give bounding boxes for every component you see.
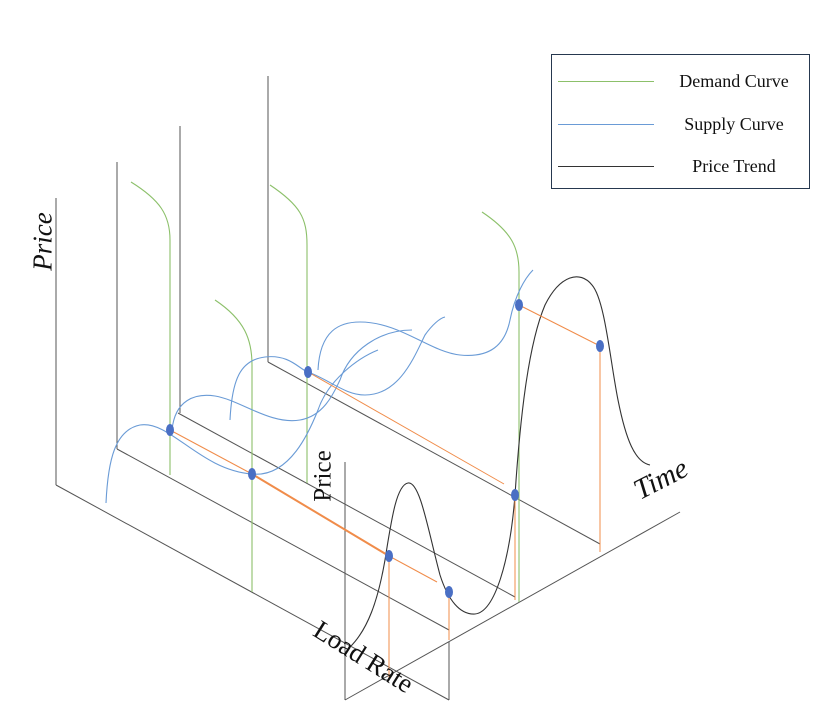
- marker-4: [515, 299, 523, 311]
- projection-2: [251, 473, 390, 557]
- supply-curve-4: [317, 269, 534, 371]
- markers: [166, 299, 604, 598]
- supply-curve-2: [171, 329, 413, 431]
- price-trend-front: [348, 276, 651, 649]
- legend-label-price-trend: Price Trend: [692, 156, 776, 176]
- marker-8: [596, 340, 604, 352]
- marker-7: [511, 489, 519, 501]
- demand-curve-2: [214, 299, 253, 592]
- legend-line-price-trend: [558, 166, 654, 167]
- floor-ray-3: [267, 361, 601, 545]
- demand-curve-4: [481, 211, 520, 602]
- supply-curve-3: [229, 316, 446, 421]
- projection-5: [518, 304, 601, 347]
- demand-curves: [130, 181, 520, 602]
- legend-label-demand: Demand Curve: [679, 71, 789, 91]
- left-floor-front: [55, 484, 450, 701]
- legend-item-price-trend: Price Trend: [552, 156, 809, 176]
- legend-line-supply: [558, 124, 654, 125]
- left-frame: [55, 76, 601, 701]
- legend: Demand Curve Supply Curve Price Trend: [551, 54, 810, 189]
- legend-line-demand: [558, 81, 654, 82]
- marker-3: [304, 366, 312, 378]
- legend-item-demand: Demand Curve: [552, 71, 809, 91]
- projection-lines: [169, 304, 601, 680]
- price-axis-label-left: Price: [27, 212, 58, 271]
- marker-2: [248, 468, 256, 480]
- floor-ray-2: [177, 412, 516, 598]
- demand-curve-3: [269, 184, 308, 483]
- marker-5: [385, 550, 393, 562]
- floor-ray-1: [116, 448, 450, 631]
- price-trend-curves: [348, 276, 651, 649]
- right-frame: [344, 462, 681, 701]
- projection-4: [307, 371, 505, 485]
- projection-3: [388, 555, 438, 583]
- time-axis: [344, 511, 681, 701]
- projection-1: [169, 429, 253, 475]
- marker-1: [166, 424, 174, 436]
- legend-label-supply: Supply Curve: [684, 114, 784, 134]
- legend-item-supply: Supply Curve: [552, 114, 809, 134]
- price-axis-label-mid: Price: [309, 450, 337, 502]
- demand-curve-1: [130, 181, 171, 475]
- marker-6: [445, 586, 453, 598]
